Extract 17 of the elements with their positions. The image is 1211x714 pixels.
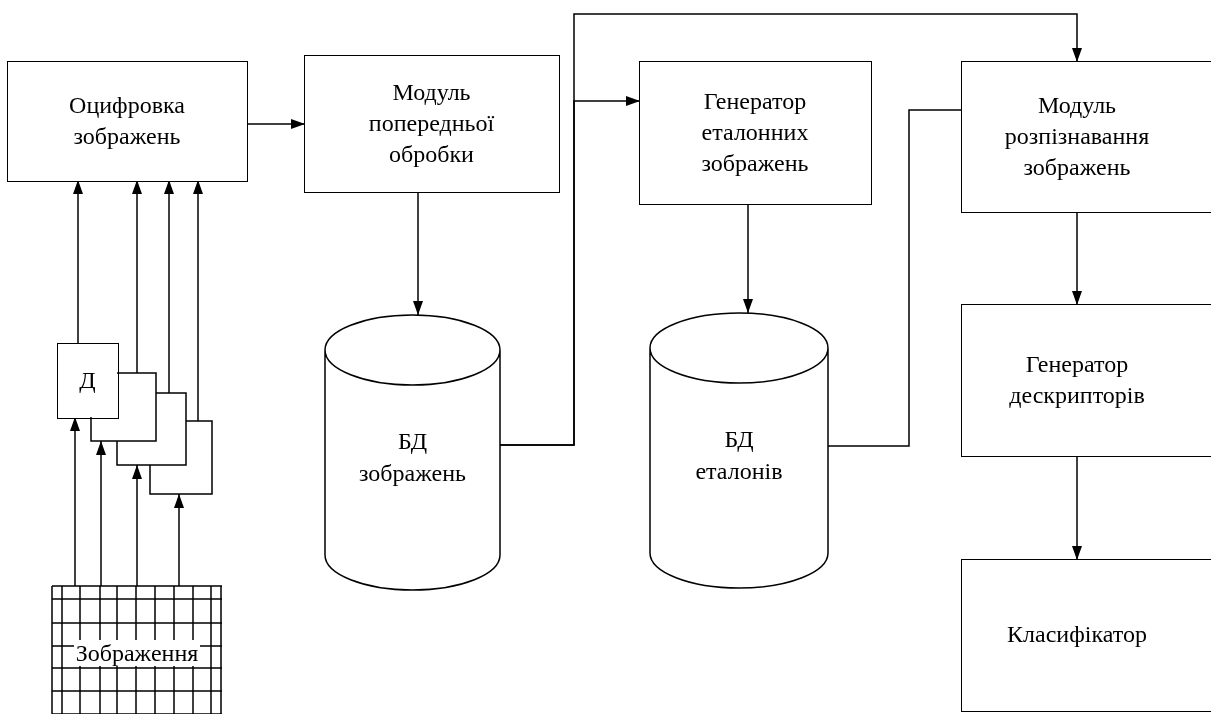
node-label: БД еталонів <box>694 425 784 486</box>
sensor-box <box>116 392 187 466</box>
image-label: Зображення <box>73 639 201 667</box>
sensor-box <box>149 420 213 495</box>
node-label: Модуль попередньої обробки <box>367 77 496 170</box>
arrow <box>499 13 1082 446</box>
node-label: Генератор еталонних зображень <box>700 86 810 179</box>
arrow <box>174 493 184 587</box>
node-label: Генератор дескрипторів <box>1008 349 1146 410</box>
arrow <box>132 464 142 587</box>
node-label: Оцифровка зображень <box>68 90 186 151</box>
node-label: БД зображень <box>358 427 467 488</box>
node-label: Модуль розпізнавання зображень <box>1003 90 1151 183</box>
node-label: Д <box>79 365 96 395</box>
node-label: Класифікатор <box>1007 620 1147 650</box>
arrow <box>96 440 106 587</box>
connector-line <box>827 109 963 447</box>
